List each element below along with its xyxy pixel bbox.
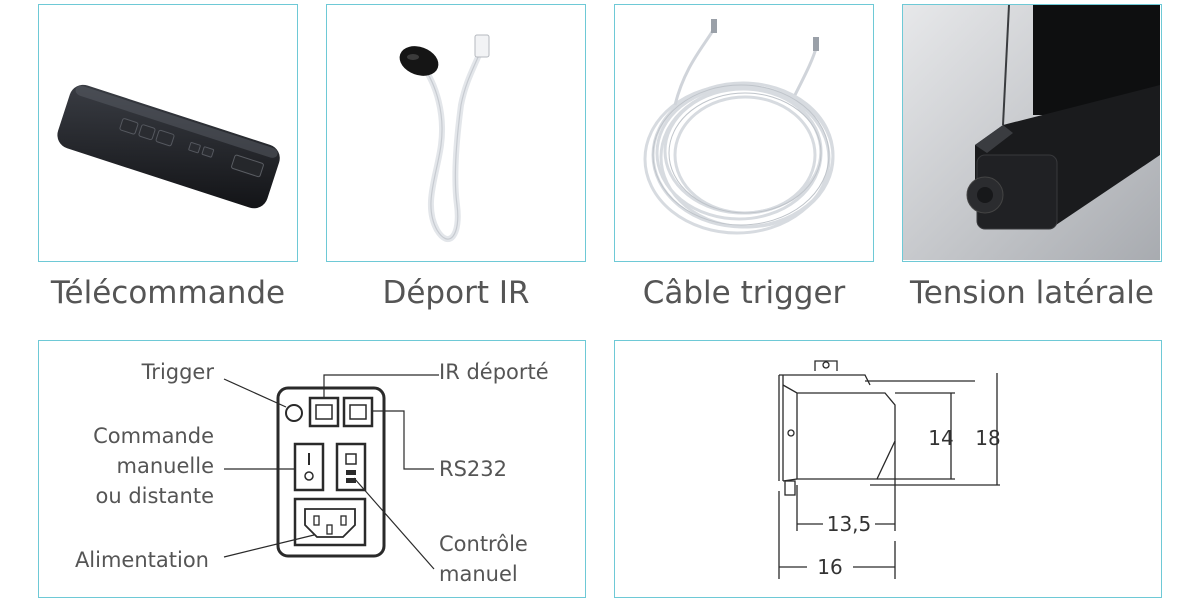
dimension-drawing: 14 18 13,5 16 xyxy=(778,360,1001,579)
label-rs232: RS232 xyxy=(439,457,507,481)
connector-panel-diagram: Trigger IR déporté Commande manuelle ou … xyxy=(75,360,549,586)
caption-tension: Tension latérale xyxy=(910,275,1154,311)
label-command-3: ou distante xyxy=(95,484,214,508)
caption-remote: Télécommande xyxy=(50,275,286,311)
power-socket-icon xyxy=(293,497,367,547)
product-frame-tension xyxy=(902,4,1162,262)
manual-switch-icon xyxy=(335,442,367,492)
label-command-2: manuelle xyxy=(117,454,214,478)
side-tension-icon xyxy=(903,5,1160,260)
dim-height-outer: 18 xyxy=(975,426,1000,450)
remote-control-icon xyxy=(57,84,280,209)
connector-panel-frame: Trigger IR déporté Commande manuelle ou … xyxy=(38,340,586,598)
label-command-1: Commande xyxy=(93,424,214,448)
label-power: Alimentation xyxy=(75,548,209,572)
dimension-drawing-frame: 14 18 13,5 16 xyxy=(614,340,1162,598)
dim-width-inner: 13,5 xyxy=(827,512,872,536)
dim-width-outer: 16 xyxy=(817,555,842,579)
trigger-jack-icon xyxy=(285,404,303,422)
dim-height-inner: 14 xyxy=(928,426,953,450)
caption-trigger: Câble trigger xyxy=(642,275,846,311)
command-switch-icon xyxy=(293,442,325,492)
caption-ir: Déport IR xyxy=(382,275,530,311)
product-frame-trigger xyxy=(614,4,874,262)
ir-receiver-icon xyxy=(399,34,490,243)
product-frame-remote xyxy=(38,4,298,262)
label-trigger: Trigger xyxy=(141,360,215,384)
product-frame-ir xyxy=(326,4,586,262)
trigger-cable-icon xyxy=(643,19,835,235)
label-manual-1: Contrôle xyxy=(439,532,528,556)
label-manual-2: manuel xyxy=(439,562,518,586)
label-ir: IR déporté xyxy=(439,360,549,384)
rs232-port-icon xyxy=(342,396,374,428)
